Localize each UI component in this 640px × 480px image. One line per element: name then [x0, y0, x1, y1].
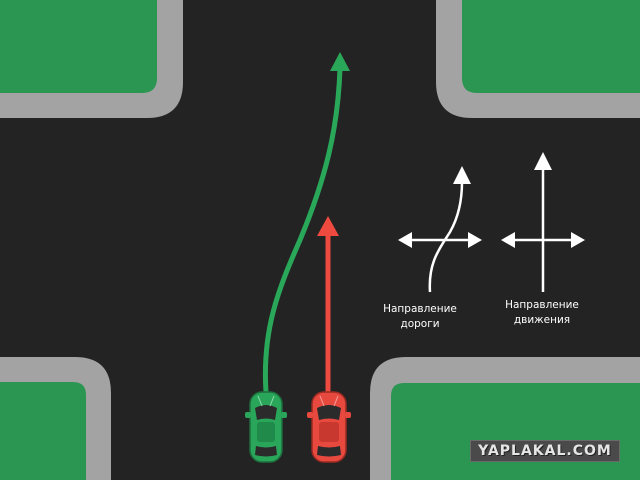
grass-top-left [0, 0, 157, 93]
green-car [245, 391, 287, 463]
road-direction-label-line2: дороги [400, 318, 440, 330]
motion-direction-sign [501, 152, 585, 292]
road-direction-label: Направление дороги [380, 302, 460, 332]
motion-direction-label: Направление движения [494, 298, 590, 328]
road-direction-label-line1: Направление [383, 303, 457, 315]
grass-bottom-left [0, 382, 86, 480]
motion-direction-label-line1: Направление [505, 299, 579, 311]
watermark: YAPLAKAL.COM [470, 440, 620, 462]
green-arrowhead [330, 52, 350, 71]
red-arrowhead [317, 216, 339, 236]
green-trajectory-arrow [262, 65, 343, 395]
road-direction-sign [398, 166, 482, 293]
motion-direction-label-line2: движения [513, 314, 571, 326]
red-car [307, 391, 351, 463]
grass-bottom-right [391, 383, 640, 480]
grass-top-right [462, 0, 640, 93]
